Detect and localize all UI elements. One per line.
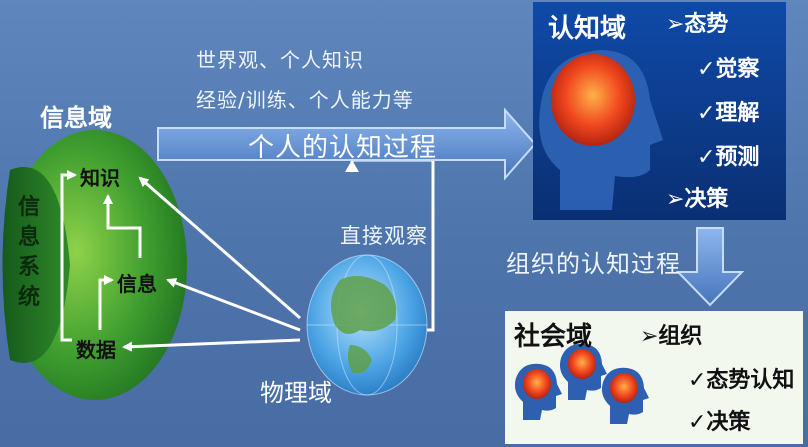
node-knowledge: 知识 — [80, 162, 120, 191]
cognitive-item-1-label: ✓觉察 — [697, 57, 760, 82]
cognitive-item-4-label: ➢决策 — [666, 187, 729, 212]
social-item-1-label: ✓态势认知 — [688, 368, 795, 393]
person-icon-3 — [601, 367, 649, 424]
person-icon-2 — [559, 343, 607, 400]
node-data-label: 数据 — [76, 338, 116, 362]
brain-icon — [551, 54, 635, 146]
cognitive-item-3: ✓预测 — [697, 139, 759, 171]
info-domain-title: 信息域 — [40, 104, 112, 132]
person-icon-1 — [514, 363, 562, 420]
info-system-band — [2, 167, 70, 363]
flow-data-to-knowledge — [60, 170, 77, 342]
social-domain-title: 社会域 — [514, 322, 593, 352]
direct-observation-arrowhead — [345, 160, 359, 172]
flow-data-to-info — [98, 275, 114, 330]
cognitive-item-4: ➢决策 — [666, 181, 728, 213]
social-item-1: ✓态势认知 — [688, 362, 794, 394]
cognitive-item-2-label: ✓理解 — [697, 101, 760, 126]
cognitive-item-3-label: ✓预测 — [697, 145, 760, 170]
arrow-globe-to-knowledge — [138, 176, 301, 320]
physical-domain-label: 物理域 — [260, 379, 332, 407]
main-arrow-label: 个人的认知过程 — [248, 133, 438, 163]
direct-observation-label: 直接观察 — [340, 224, 428, 248]
main-process-arrow — [157, 107, 537, 181]
cognitive-item-2: ✓理解 — [697, 95, 759, 127]
arrow-globe-to-data — [122, 338, 301, 352]
globe-icon — [306, 254, 428, 396]
node-data: 数据 — [76, 334, 116, 363]
org-process-label: 组织的认知过程 — [506, 250, 681, 278]
cognitive-item-0-label: ➢态势 — [666, 12, 729, 37]
node-knowledge-label: 知识 — [80, 166, 120, 190]
node-info-label: 信息 — [117, 272, 157, 296]
social-item-0-label: ➢组织 — [640, 324, 703, 349]
social-item-0: ➢组织 — [640, 318, 702, 350]
flow-info-to-knowledge — [103, 194, 142, 258]
cognitive-item-0: ➢态势 — [666, 6, 728, 38]
cognitive-domain-title: 认知域 — [548, 14, 627, 44]
info-system-label: 信息系统 — [18, 195, 41, 310]
org-process-arrow — [675, 227, 745, 307]
top-text-line2: 经验/训练、个人能力等 — [196, 88, 414, 112]
arrow-globe-to-info — [166, 278, 301, 332]
top-text-line1: 世界观、个人知识 — [196, 48, 364, 72]
node-info: 信息 — [117, 268, 157, 297]
cognitive-item-1: ✓觉察 — [697, 51, 759, 83]
social-item-2-label: ✓决策 — [688, 410, 751, 435]
social-item-2: ✓决策 — [688, 404, 750, 436]
